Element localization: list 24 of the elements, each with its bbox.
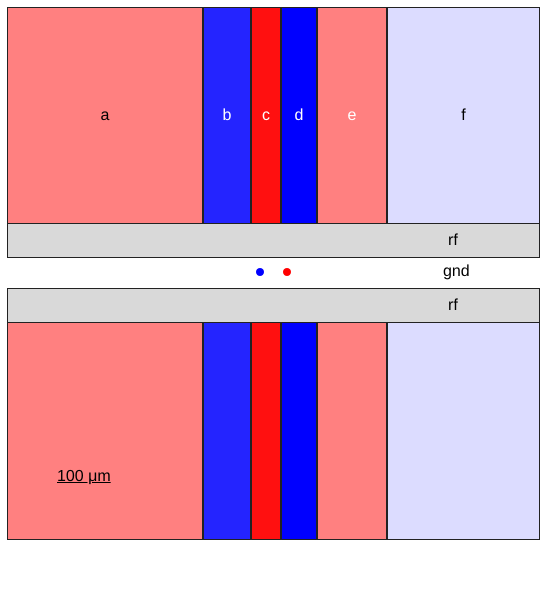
electrode-region: [317, 7, 387, 224]
electrode-region: [203, 7, 251, 224]
electrode-region: [281, 7, 317, 224]
region-label: rf: [448, 296, 458, 314]
scale-bar-label: 100 μm: [57, 468, 111, 486]
electrode-region: [317, 322, 387, 540]
region-label: c: [262, 106, 270, 124]
electrode-region: [387, 322, 540, 540]
region-label: f: [461, 106, 466, 124]
ground-label: gnd: [443, 263, 470, 281]
electrode-region: [7, 322, 203, 540]
region-label: a: [100, 106, 110, 124]
electrode-region: [7, 7, 203, 224]
electrode-region: [281, 322, 317, 540]
region-label: b: [222, 106, 232, 124]
region-label: d: [294, 106, 304, 124]
electrode-region: [251, 322, 281, 540]
region-label: rf: [448, 232, 458, 250]
electrode-region: [387, 7, 540, 224]
rf-electrode-bar: [7, 223, 540, 258]
region-label: e: [348, 106, 356, 124]
electrode-region: [203, 322, 251, 540]
rf-electrode-bar: [7, 288, 540, 323]
electrode-region: [251, 7, 281, 224]
